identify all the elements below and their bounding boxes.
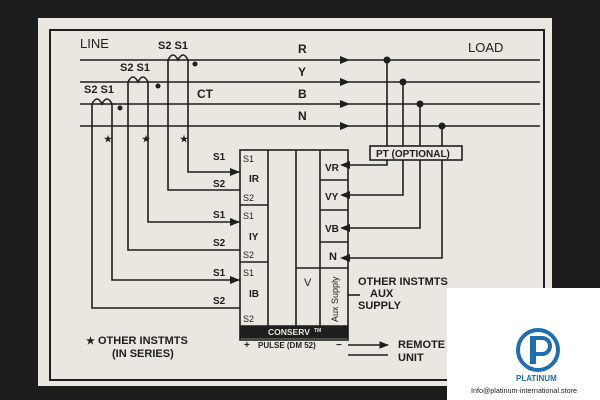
ct-y-s1-lead: [147, 82, 240, 223]
v-label: V: [304, 277, 312, 289]
lead-label-s1-r: S1: [213, 152, 226, 163]
brand-band: [240, 326, 348, 338]
meter-term-s2-r: S2: [243, 193, 254, 203]
pt-box: [369, 145, 463, 161]
voltage-input-y: VY: [325, 192, 339, 203]
other-instmts-aux-3: SUPPLY: [358, 300, 402, 312]
ct-b-star: ★: [104, 134, 113, 144]
phase-y-label: Y: [298, 65, 306, 79]
tap-r: [348, 60, 388, 166]
ct-r-terminals: S2 S1: [158, 40, 188, 52]
ct-y-star: ★: [142, 134, 151, 144]
watermark-email: Info@platinum-international.store: [471, 386, 577, 395]
ct-b-terminals: S2 S1: [84, 84, 114, 96]
lead-label-s1-y: S1: [213, 210, 226, 221]
remote-unit-2: UNIT: [398, 352, 424, 364]
phase-arrows: [117, 56, 446, 284]
watermark-box: [447, 288, 600, 400]
tap-n: [348, 126, 443, 259]
pulse-plus: +: [244, 340, 250, 351]
load-label: LOAD: [468, 40, 503, 55]
ct-y-terminals: S2 S1: [120, 62, 150, 74]
voltage-input-r: VR: [325, 163, 340, 174]
trademark-label: TM: [314, 328, 321, 334]
other-instmts-aux-1: OTHER INSTMTS: [358, 276, 448, 288]
neutral-input: N: [329, 251, 337, 263]
meter-body: [239, 149, 349, 341]
phase-n-label: N: [298, 109, 307, 123]
ct-coil-y: [127, 76, 149, 84]
voltage-input-b: VB: [325, 224, 339, 235]
ct-coil-r: [167, 54, 189, 62]
ct-b-s2-lead: [91, 104, 240, 309]
lead-label-s2-y: S2: [213, 238, 226, 249]
meter-term-s1-b: S1: [243, 268, 254, 278]
aux-supply-vertical: Aux Supply: [330, 276, 340, 322]
ct-coil-b: [91, 98, 113, 106]
phase-r-label: R: [298, 42, 307, 56]
ct-r-s1-lead: [187, 60, 240, 173]
meter-term-s1-r: S1: [243, 154, 254, 164]
line-label: LINE: [80, 36, 109, 51]
lead-label-s2-b: S2: [213, 296, 226, 307]
other-series-2: (IN SERIES): [112, 348, 174, 360]
current-input-b: IB: [249, 289, 259, 300]
tap-y: [348, 82, 404, 196]
ct-y-s2-lead: [127, 82, 240, 251]
pulse-label: PULSE (DM 52): [258, 341, 316, 350]
watermark-name: PLATINUM: [516, 374, 557, 383]
current-input-y: IY: [249, 232, 259, 243]
plate-border: [49, 29, 545, 381]
phase-b-label: B: [298, 87, 307, 101]
pt-optional-label: PT (OPTIONAL): [376, 149, 450, 160]
meter-term-s2-y: S2: [243, 250, 254, 260]
ct-r-s2-lead: [167, 60, 240, 191]
brand-label: CONSERV: [268, 327, 310, 337]
lead-label-s1-b: S1: [213, 268, 226, 279]
pulse-minus: −: [336, 340, 342, 351]
meter-term-s1-y: S1: [243, 211, 254, 221]
current-input-r: IR: [249, 174, 260, 185]
ct-label: CT: [197, 87, 214, 101]
series-star: ★: [86, 336, 95, 347]
other-instmts-aux-2: AUX: [370, 288, 394, 300]
remote-unit-1: REMOTE: [398, 339, 445, 351]
other-series-1: OTHER INSTMTS: [98, 335, 188, 347]
lead-label-s2-r: S2: [213, 179, 226, 190]
ct-r-star: ★: [180, 134, 189, 144]
platinum-logo-icon: [516, 328, 560, 372]
ct-b-s1-lead: [111, 104, 240, 281]
meter-term-s2-b: S2: [243, 314, 254, 324]
